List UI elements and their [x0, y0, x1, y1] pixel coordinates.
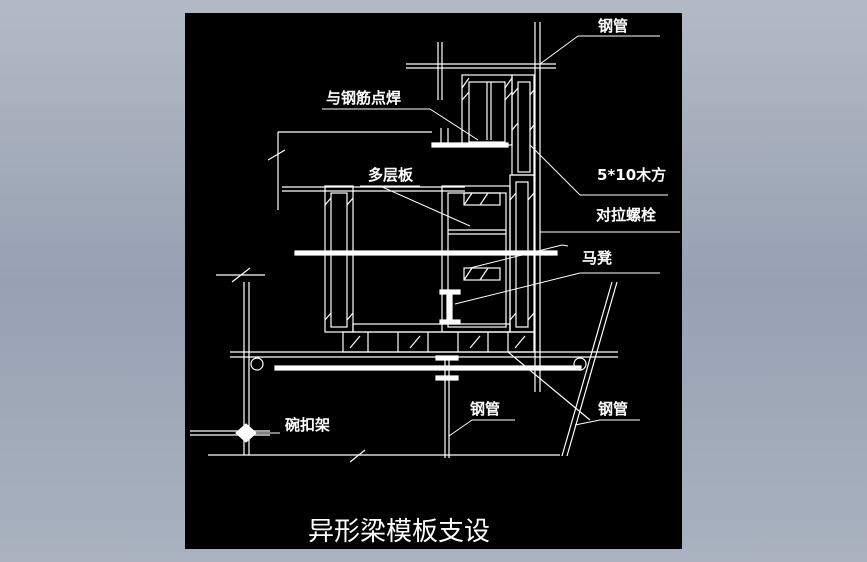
label-tie-bolt: 对拉螺栓 [596, 206, 656, 224]
coupler-right [573, 357, 587, 371]
lower-ledger-pipe [274, 365, 582, 371]
label-bowl-scaffold: 碗扣架 [285, 416, 330, 434]
leader-lines [250, 35, 680, 437]
coupler-left [250, 357, 264, 371]
beam-formwork-box [324, 174, 535, 333]
label-stool: 马凳 [582, 249, 612, 267]
beam-bottom-board [342, 323, 535, 353]
stool-support [439, 289, 461, 325]
upper-formwork-box [461, 74, 535, 176]
cad-drawing-area [185, 13, 682, 549]
label-timber: 5*10木方 [597, 166, 666, 184]
label-steel-pipe-right: 钢管 [598, 400, 628, 418]
label-steel-pipe-top: 钢管 [598, 17, 628, 35]
bowl-scaffold-post [190, 267, 270, 455]
drawing-title: 异形梁模板支设 [308, 517, 490, 547]
weld-plate [431, 142, 509, 148]
label-plywood: 多层板 [368, 166, 414, 184]
adjustable-prop [435, 355, 459, 458]
label-steel-pipe-mid: 钢管 [470, 400, 500, 418]
tie-bolt-rod [294, 250, 558, 256]
diagonal-brace [561, 281, 613, 457]
label-weld-note: 与钢筋点焊 [326, 89, 401, 107]
